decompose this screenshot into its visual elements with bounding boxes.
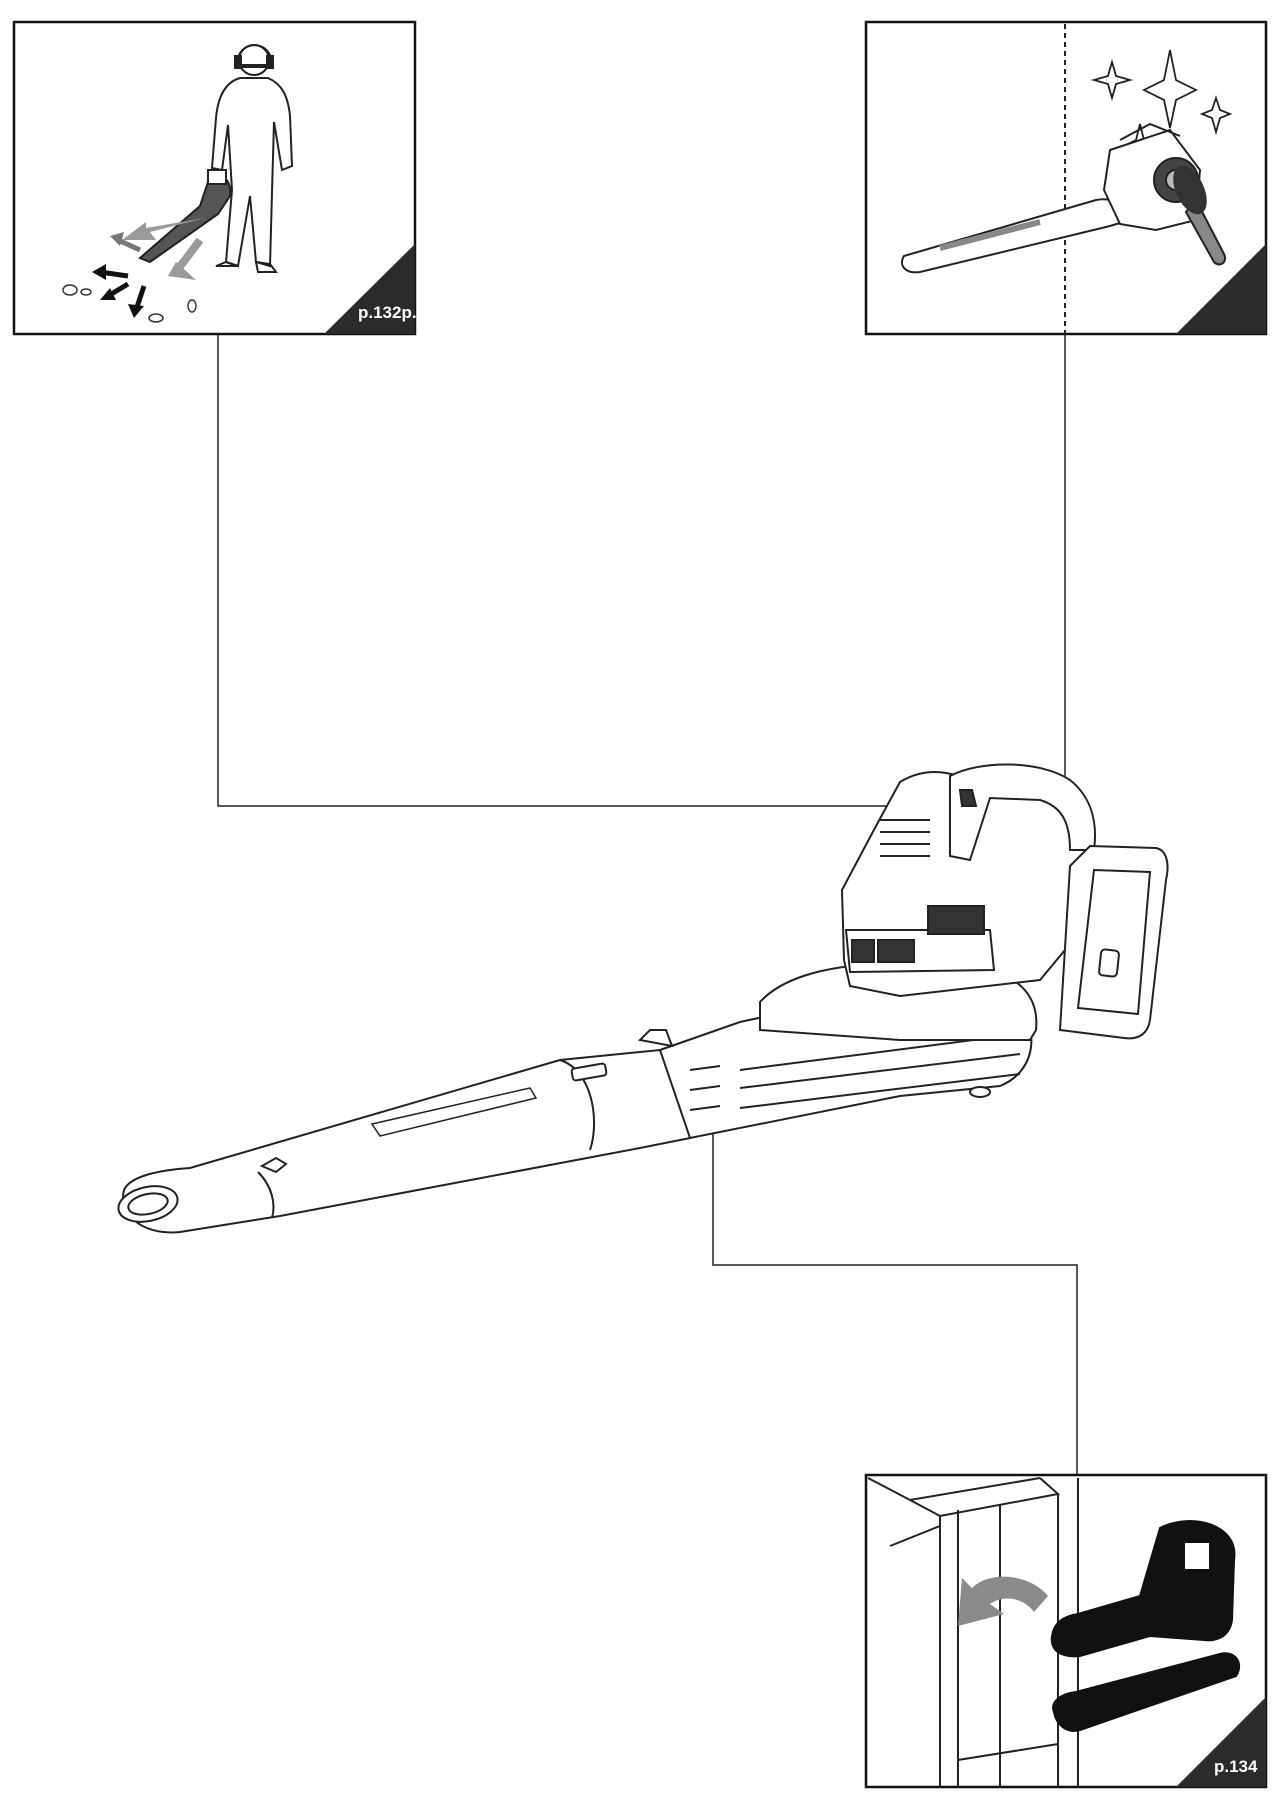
panel-cleaning: [864, 20, 1268, 336]
callout-line-operation: [217, 334, 915, 807]
operator-with-blower-icon: [210, 44, 294, 273]
page-tag-corner: [1176, 1697, 1266, 1787]
callout-line-storage: [712, 1098, 1078, 1475]
debris-arrows: [62, 218, 205, 323]
page-tag-corner: [324, 244, 415, 334]
page-tag-corner: [1176, 244, 1266, 334]
leaf-blower-icon: [117, 763, 1169, 1234]
handheld-blower-icon: [138, 169, 232, 264]
storage-arrow-icon: [958, 1576, 1048, 1626]
stored-blower-icon: [1050, 1520, 1241, 1732]
panel-operation: p.132p.: [12, 20, 417, 336]
page-ref-operation: p.132p.: [358, 303, 417, 322]
page-ref-storage: p.134: [1214, 1757, 1258, 1776]
brush-cleaning-icon: [1173, 165, 1226, 266]
panel-storage: p.134: [864, 1473, 1268, 1789]
